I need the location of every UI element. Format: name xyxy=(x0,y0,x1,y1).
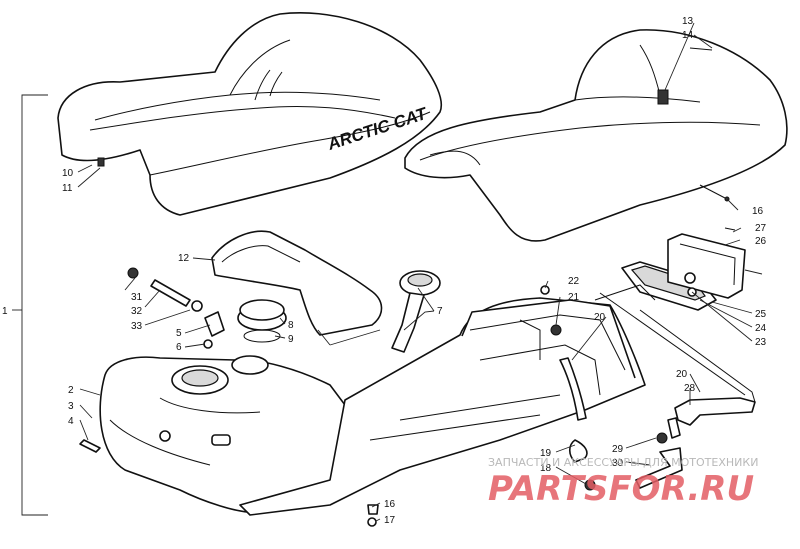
bolt-16 xyxy=(699,184,730,202)
fuel-tank xyxy=(99,355,353,514)
seat-base-frame xyxy=(239,297,646,516)
callout-10: 10 xyxy=(62,168,74,179)
callout-24: 24 xyxy=(755,323,767,334)
callout-30: 30 xyxy=(612,458,624,469)
callout-labels: 1 2 3 4 5 6 7 8 9 10 11 12 13 14 16 17 1… xyxy=(2,16,767,526)
callout-29: 29 xyxy=(612,444,624,455)
callout-4: 4 xyxy=(68,416,74,427)
callout-16-top: 16 xyxy=(752,206,764,217)
taillight-assembly xyxy=(621,227,746,311)
callout-6: 6 xyxy=(176,342,182,353)
hardware-bolts xyxy=(127,267,225,349)
callout-1: 1 xyxy=(2,306,8,317)
left-fasteners xyxy=(79,439,101,453)
callout-19: 19 xyxy=(540,448,552,459)
callout-16-bottom: 16 xyxy=(384,499,396,510)
callout-3: 3 xyxy=(68,401,74,412)
callout-20-mid: 20 xyxy=(594,312,606,323)
watermark-logo: PARTSFOR.RU xyxy=(488,469,754,509)
rear-harness xyxy=(594,284,756,489)
fuel-sender xyxy=(391,270,441,353)
rear-seat xyxy=(404,29,788,242)
front-seat: ARCTIC CAT xyxy=(57,12,442,216)
callout-8: 8 xyxy=(288,320,294,331)
callout-33: 33 xyxy=(131,321,143,332)
group-bracket xyxy=(12,94,48,516)
callout-14: 14 xyxy=(682,30,694,41)
leader-lines xyxy=(77,22,763,522)
callout-7: 7 xyxy=(437,306,443,317)
callout-32: 32 xyxy=(131,306,143,317)
seat-panel xyxy=(211,230,383,336)
callout-22: 22 xyxy=(568,276,580,287)
callout-28: 28 xyxy=(684,383,696,394)
callout-17: 17 xyxy=(384,515,396,526)
bottom-washers xyxy=(367,504,379,527)
callout-2: 2 xyxy=(68,385,74,396)
callout-25: 25 xyxy=(755,309,767,320)
callout-20-right: 20 xyxy=(676,369,688,380)
callout-13: 13 xyxy=(682,16,694,27)
callout-21: 21 xyxy=(568,292,580,303)
callout-27: 27 xyxy=(755,223,767,234)
watermark: ЗАПЧАСТИ И АКСЕССУАРЫ ДЛЯ МОТОТЕХНИКИ PA… xyxy=(488,456,758,509)
callout-12: 12 xyxy=(178,253,190,264)
callout-18: 18 xyxy=(540,463,552,474)
callout-9: 9 xyxy=(288,334,294,345)
fuel-cap xyxy=(237,299,287,343)
callout-26: 26 xyxy=(755,236,767,247)
callout-31: 31 xyxy=(131,292,143,303)
callout-23: 23 xyxy=(755,337,767,348)
callout-11: 11 xyxy=(62,183,73,194)
watermark-tagline: ЗАПЧАСТИ И АКСЕССУАРЫ ДЛЯ МОТОТЕХНИКИ xyxy=(488,456,758,469)
callout-5: 5 xyxy=(176,328,182,339)
